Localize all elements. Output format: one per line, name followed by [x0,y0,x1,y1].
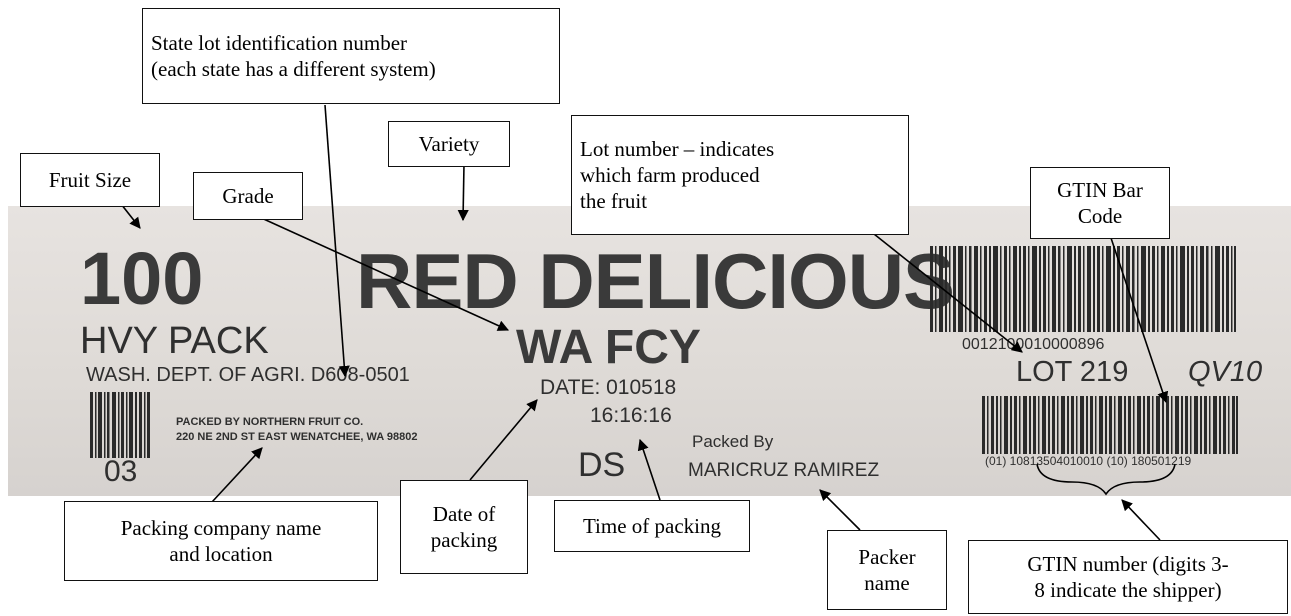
packed-by-label: Packed By [692,432,774,451]
arrow-state-lot [324,104,350,378]
callout-state-lot: State lot identification number (each st… [142,8,560,104]
gtin-brace [1036,463,1176,496]
pack-type: HVY PACK [80,320,269,362]
callout-packer-name: Packer name [827,530,947,610]
packing-company-line1: PACKED BY NORTHERN FRUIT CO. [176,416,364,428]
arrow-packing-company [211,447,263,503]
callout-fruit-size: Fruit Size [20,153,160,207]
small-code: 03 [104,455,138,488]
callout-date-of-packing: Date of packing [400,480,528,574]
callout-lot-number: Lot number – indicates which farm produc… [571,115,909,235]
callout-gtin-bar-code: GTIN Bar Code [1030,167,1170,239]
fruit-size-value: 100 [80,237,204,320]
arrow-grade [256,215,510,331]
variety-value: RED DELICIOUS [356,237,955,325]
arrow-gtin-bar-code [1110,237,1169,404]
qv-code: QV10 [1188,356,1263,388]
callout-grade: Grade [193,172,303,220]
callout-packing-company: Packing company name and location [64,501,378,581]
callout-variety: Variety [388,121,510,167]
gtin-barcode [982,396,1238,454]
packer-name-value: MARICRUZ RAMIREZ [688,460,880,481]
arrow-time [637,438,661,501]
grade-value: WA FCY [516,321,701,374]
small-barcode [90,392,150,458]
barcode-number: 0012100010000896 [962,336,1105,353]
packing-time: 16:16:16 [590,404,672,427]
packing-company-line2: 220 NE 2ND ST EAST WENATCHEE, WA 98802 [176,431,418,443]
lot-number-value: LOT 219 [1016,356,1129,388]
state-lot-number: WASH. DEPT. OF AGRI. D608-0501 [86,364,410,386]
top-barcode [930,246,1236,332]
ds-code: DS [578,446,626,484]
arrow-packer [819,489,861,531]
arrow-lot-number [873,233,1023,353]
callout-time-of-packing: Time of packing [554,500,750,552]
arrow-date [469,399,538,481]
callout-gtin-number: GTIN number (digits 3- 8 indicate the sh… [968,540,1288,614]
arrow-variety [457,163,469,222]
arrow-gtin-number [1121,499,1161,541]
packing-date: DATE: 010518 [540,376,677,399]
